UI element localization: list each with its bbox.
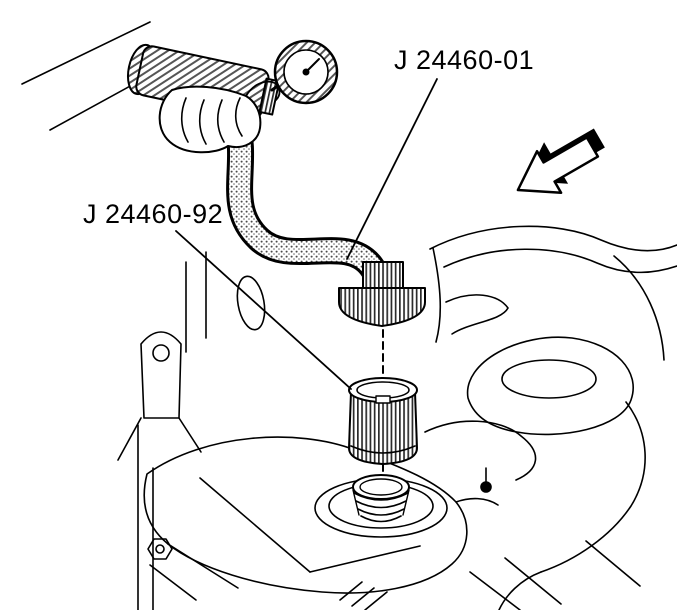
leader-lines: [175, 78, 438, 390]
filler-neck: [352, 474, 410, 523]
hose-adapter-cap: [338, 261, 426, 327]
tool-label-cap-adapter: J 24460-92: [83, 199, 223, 229]
hand: [158, 80, 281, 154]
tester-hose: [222, 116, 396, 296]
tool-label-adapter-hose: J 24460-01: [394, 45, 534, 75]
leader-line-cap-adapter: [175, 230, 352, 390]
direction-arrow-icon: [516, 128, 605, 195]
cap-adapter: [348, 377, 418, 465]
engine-bay-linework: [21, 21, 677, 610]
pressure-gauge: [273, 39, 339, 105]
leader-line-adapter-hose: [346, 78, 438, 260]
